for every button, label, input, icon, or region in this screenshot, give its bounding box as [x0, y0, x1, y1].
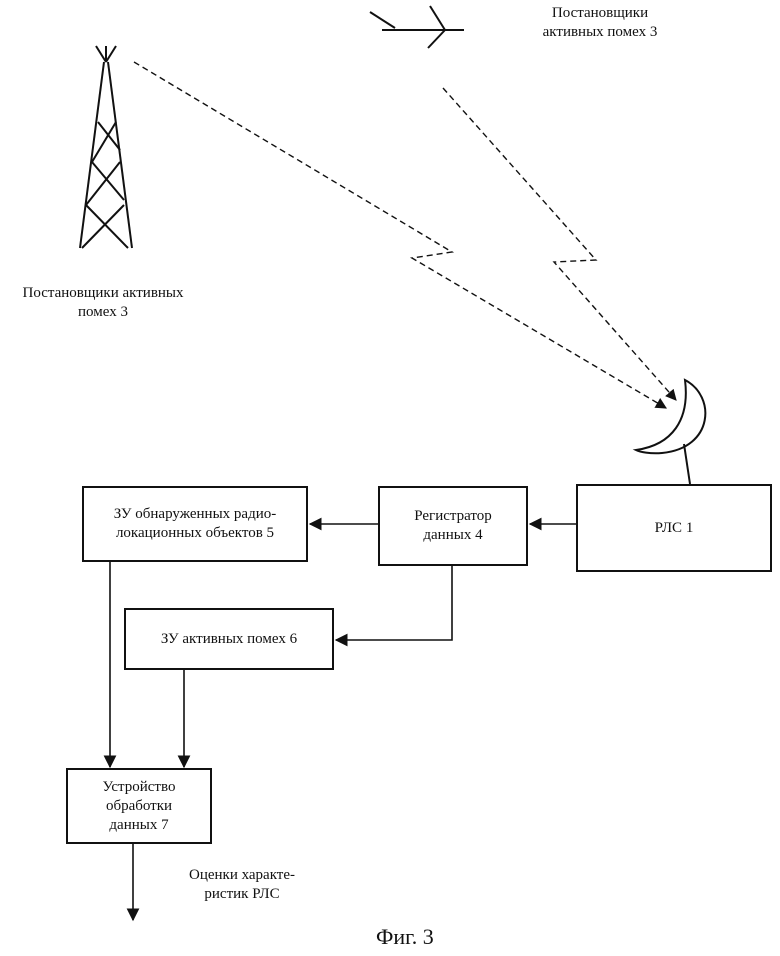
- figure-caption: Фиг. 3: [376, 924, 434, 949]
- registrar-block-label: Регистратор данных 4: [414, 508, 492, 543]
- radar-dish-icon: [632, 378, 707, 485]
- memory-objects-block: ЗУ обнаруженных радио- локационных объек…: [82, 486, 308, 562]
- jamming-beam-from-aircraft: [442, 87, 677, 401]
- radar-block: РЛС 1: [576, 484, 772, 572]
- arrow-registrar-to-memory-jamming: [334, 565, 453, 647]
- radar-block-label: РЛС 1: [654, 519, 694, 536]
- memory-objects-block-label: ЗУ обнаруженных радио- локационных объек…: [113, 506, 277, 541]
- processor-block-label: Устройство обработки данных 7: [102, 778, 176, 833]
- registrar-block: Регистратор данных 4: [378, 486, 528, 566]
- memory-jamming-block-label: ЗУ активных помех 6: [160, 630, 298, 647]
- jammers-top-label: Постановщики активных помех 3: [542, 5, 658, 40]
- tower-jammer-icon: [79, 45, 133, 249]
- aircraft-jammer-icon: [369, 5, 464, 49]
- memory-jamming-block: ЗУ активных помех 6: [124, 608, 334, 670]
- processor-block: Устройство обработки данных 7: [66, 768, 212, 844]
- jammers-left-label: Постановщики активных помех 3: [22, 285, 184, 320]
- output-label: Оценки характе- ристик РЛС: [188, 867, 296, 902]
- jamming-beam-from-tower: [133, 61, 667, 409]
